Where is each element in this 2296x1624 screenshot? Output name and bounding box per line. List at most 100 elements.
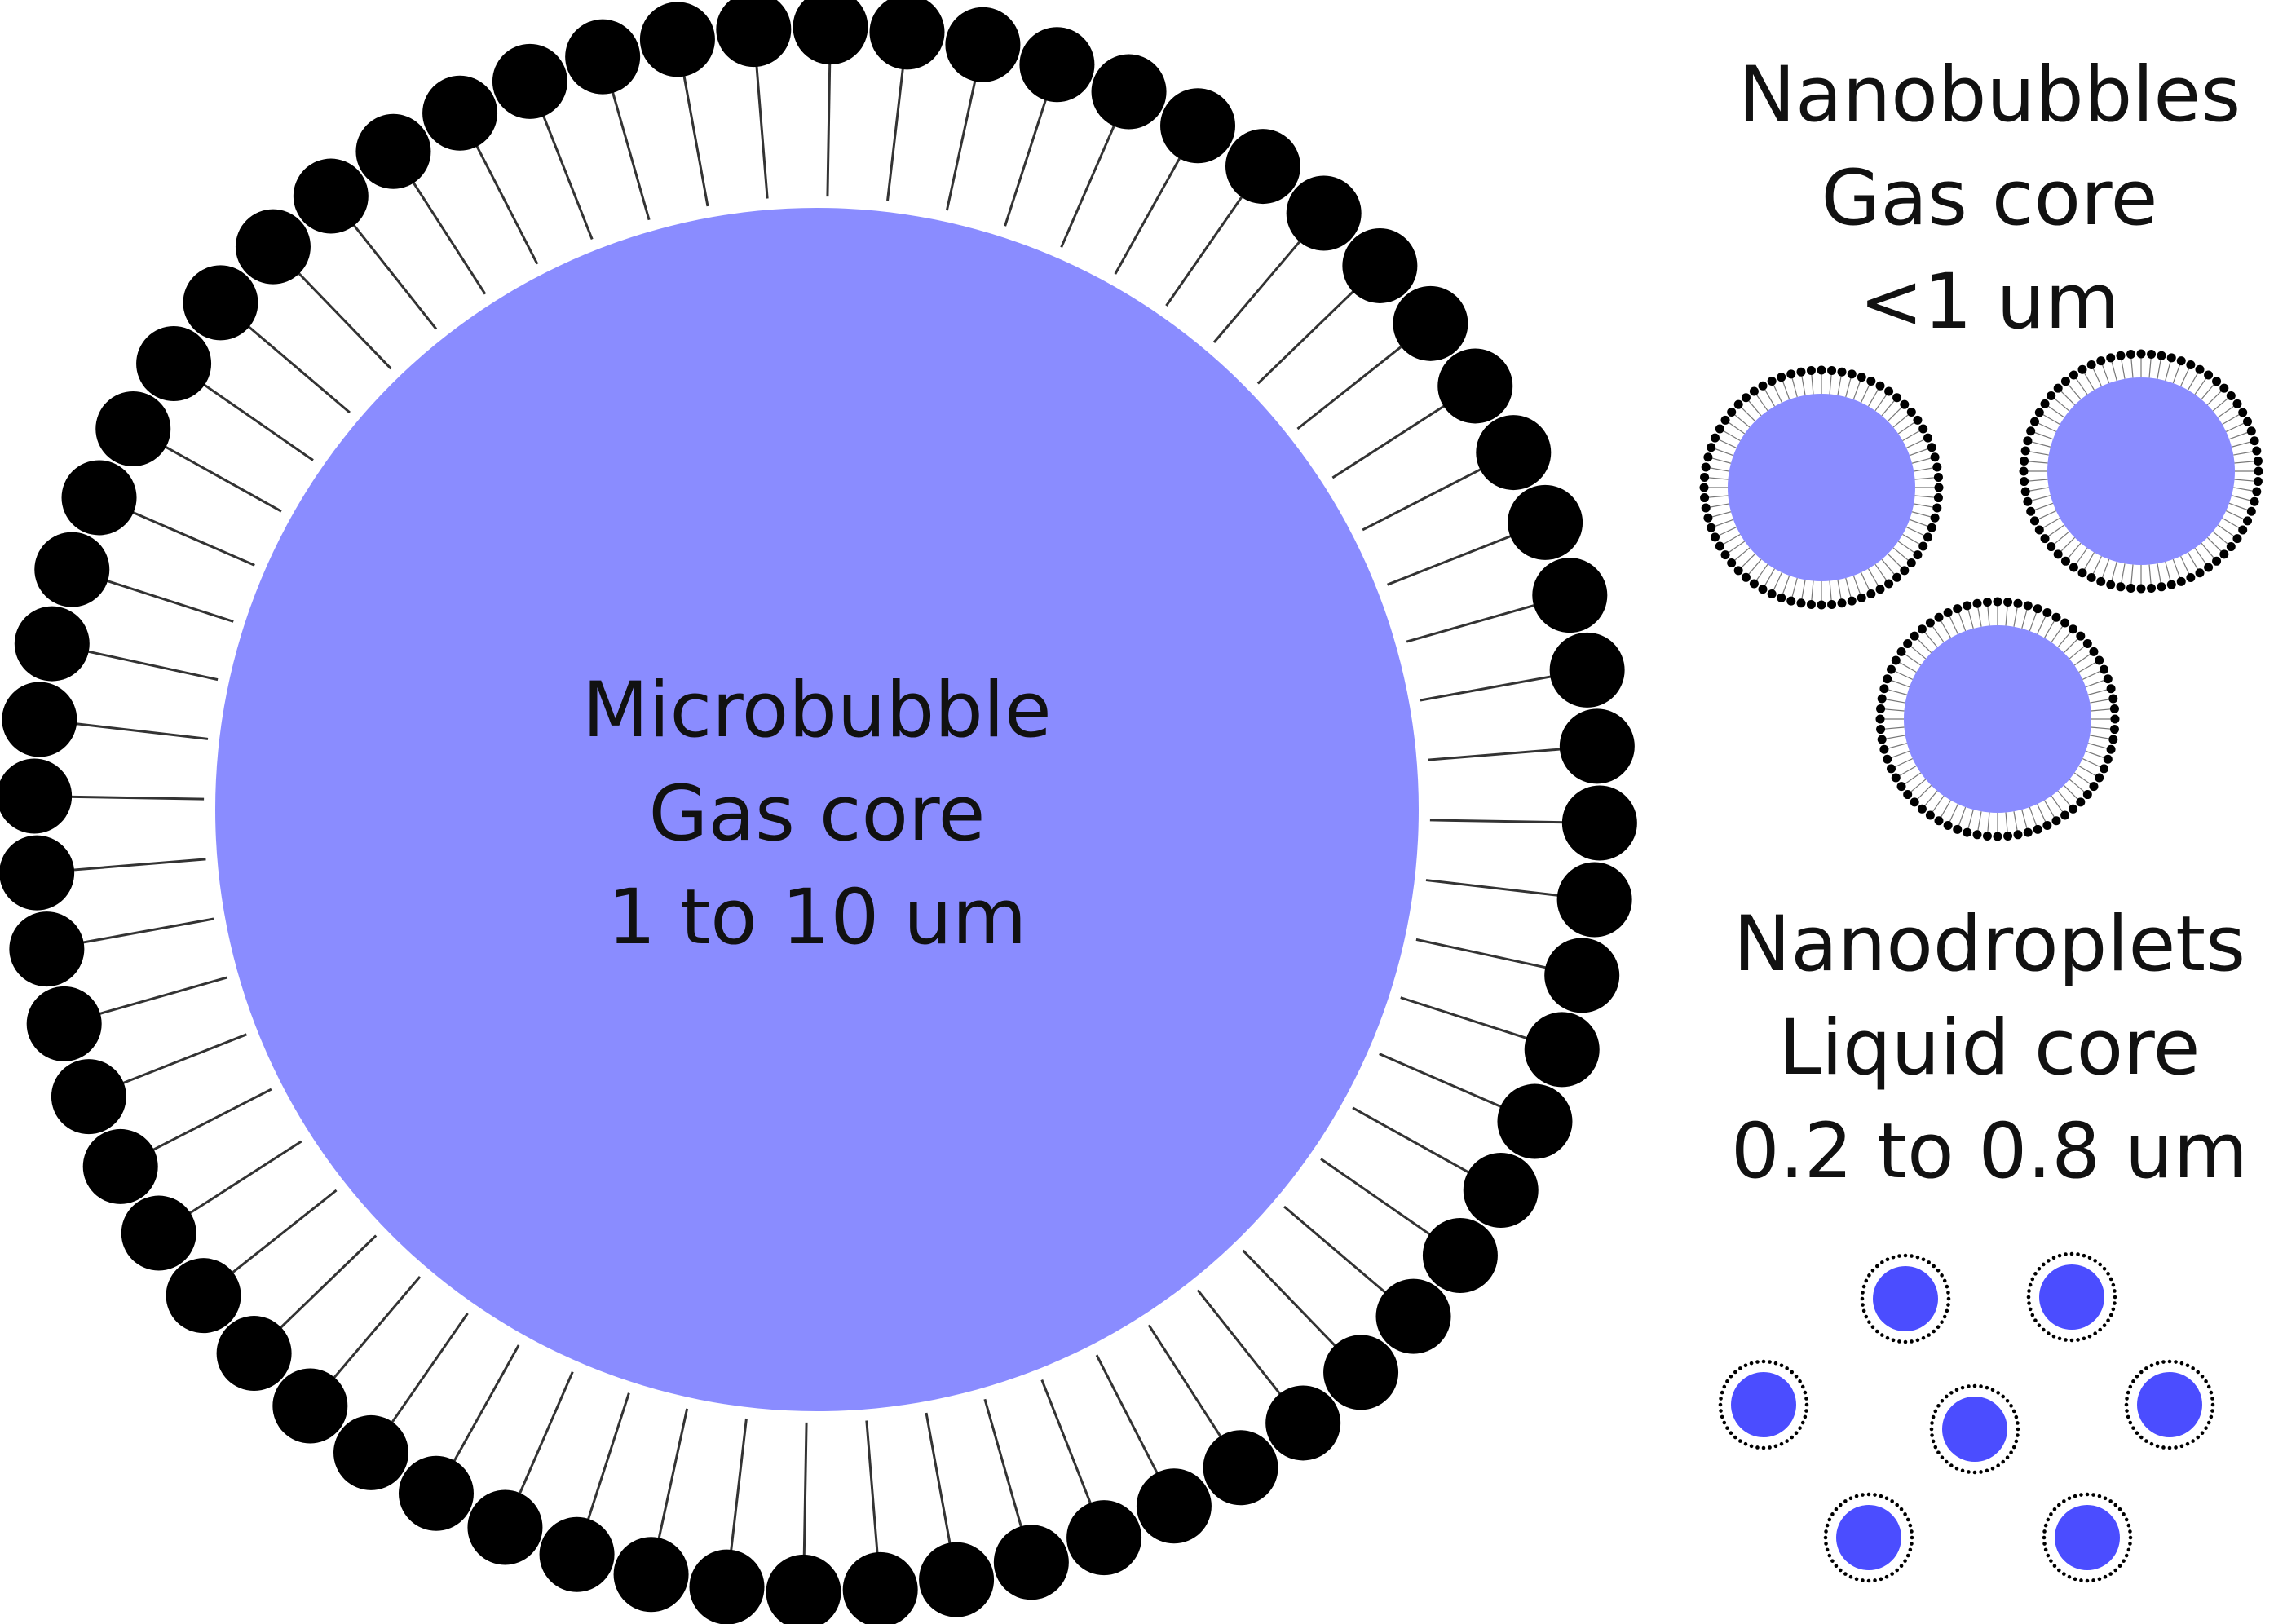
lipid-head <box>1892 393 1902 403</box>
lipid-head <box>1286 175 1362 251</box>
nanodroplet <box>2124 1359 2215 1450</box>
lipid-head <box>1743 1363 1748 1368</box>
nanodroplet <box>1718 1359 1809 1450</box>
lipid-head <box>1963 827 1972 837</box>
lipid-head <box>2108 1277 2113 1282</box>
lipid-head <box>1827 599 1837 609</box>
lipid-head <box>2113 1289 2117 1293</box>
lipid-head <box>2155 1444 2160 1449</box>
lipid-head <box>2043 1547 2048 1552</box>
lipid-head <box>2252 446 2262 456</box>
lipid-head <box>2144 1439 2148 1443</box>
lipid-head <box>2041 1327 2046 1332</box>
lipid-head <box>1848 1574 1853 1579</box>
lipid-head <box>869 0 945 70</box>
lipid-tail <box>1004 95 1049 227</box>
lipid-head <box>1927 443 1936 452</box>
lipid-head <box>2167 1359 2172 1364</box>
lipid-head <box>2200 1374 2205 1379</box>
lipid-head <box>2009 1450 2013 1454</box>
lipid-head <box>613 1537 689 1613</box>
lipid-head <box>166 1258 241 1334</box>
lipid-head <box>1806 599 1816 609</box>
lipid-head <box>1972 1383 1977 1388</box>
lipid-head <box>2113 1301 2117 1305</box>
lipid-tail <box>610 87 651 221</box>
lipid-tail <box>1242 1249 1340 1350</box>
lipid-head <box>1091 54 1167 130</box>
lipid-head <box>2089 782 2099 792</box>
lipid-head <box>1761 1445 1766 1450</box>
lipid-head <box>2003 598 2013 607</box>
lipid-head <box>1758 585 1768 594</box>
lipid-head <box>1834 1564 1839 1569</box>
lipid-head <box>2023 496 2033 506</box>
lipid-head <box>2020 487 2030 496</box>
lipid-head <box>1794 1374 1799 1379</box>
lipid-head <box>2136 584 2146 594</box>
lipid-tail <box>1415 938 1551 970</box>
lipid-head <box>2128 1384 2133 1389</box>
lipid-head <box>1879 744 1889 754</box>
lipid-head <box>2212 556 2222 566</box>
lipid-head <box>2125 1397 2129 1401</box>
lipid-head <box>1923 532 1933 542</box>
lipid-head <box>2128 1529 2132 1534</box>
lipid-head <box>1990 1466 1995 1471</box>
lipid-head <box>2106 1318 2110 1322</box>
lipid-head <box>2147 350 2157 360</box>
lipid-head <box>1864 1278 1869 1283</box>
lipid-head <box>1777 593 1786 602</box>
lipid-tail <box>585 1392 630 1525</box>
lipid-head <box>1884 579 1894 589</box>
lipid-head <box>2116 351 2126 360</box>
nanobubble <box>1699 365 1944 610</box>
lipid-head <box>1861 1291 1865 1295</box>
microbubble-size-label: 1 to 10 um <box>607 873 1027 962</box>
lipid-head <box>1910 797 1919 807</box>
lipid-head <box>333 1414 409 1490</box>
lipid-head <box>2016 1427 2020 1432</box>
lipid-head <box>1910 1254 1914 1258</box>
lipid-tail <box>161 444 282 513</box>
lipid-head <box>1934 816 1944 826</box>
lipid-tail <box>1283 1205 1390 1296</box>
lipid-head <box>1874 1264 1879 1269</box>
lipid-head <box>2076 797 2086 807</box>
lipid-head <box>1767 376 1777 386</box>
lipid-head <box>1932 462 1942 472</box>
lipid-head <box>1908 1547 1913 1552</box>
lipid-head <box>1945 1308 1949 1313</box>
lipid-head <box>1755 1360 1760 1364</box>
lipid-tail <box>886 64 905 201</box>
lipid-head <box>2179 1361 2184 1366</box>
lipid-head <box>2135 1431 2139 1436</box>
lipid-head <box>293 158 369 234</box>
lipid-head <box>2253 477 2263 487</box>
lipid-head <box>1803 1414 1808 1419</box>
lipid-head <box>1733 399 1743 409</box>
lipid-head <box>1738 1439 1742 1443</box>
lipid-head <box>2086 573 2096 583</box>
nanodroplet <box>2042 1492 2133 1583</box>
lipid-head <box>2041 1262 2046 1267</box>
lipid-head <box>2023 601 2033 611</box>
lipid-head <box>1703 452 1713 462</box>
lipid-head <box>1544 938 1620 1013</box>
lipid-head <box>1861 1308 1866 1313</box>
nanodroplet <box>1929 1383 2020 1475</box>
particle-core <box>2039 1264 2104 1330</box>
lipid-head <box>1804 1409 1808 1413</box>
lipid-head <box>2013 598 2023 608</box>
lipid-head <box>1879 684 1889 694</box>
lipid-head <box>2087 1256 2092 1260</box>
lipid-head <box>2108 1313 2113 1317</box>
lipid-head <box>2166 580 2176 589</box>
lipid-head <box>2056 1568 2061 1573</box>
lipid-head <box>2191 1439 2195 1443</box>
lipid-head <box>1867 1320 1871 1324</box>
lipid-head <box>716 0 792 68</box>
lipid-head <box>2174 1360 2178 1364</box>
lipid-head <box>2097 1577 2102 1582</box>
lipid-head <box>2243 516 2253 526</box>
